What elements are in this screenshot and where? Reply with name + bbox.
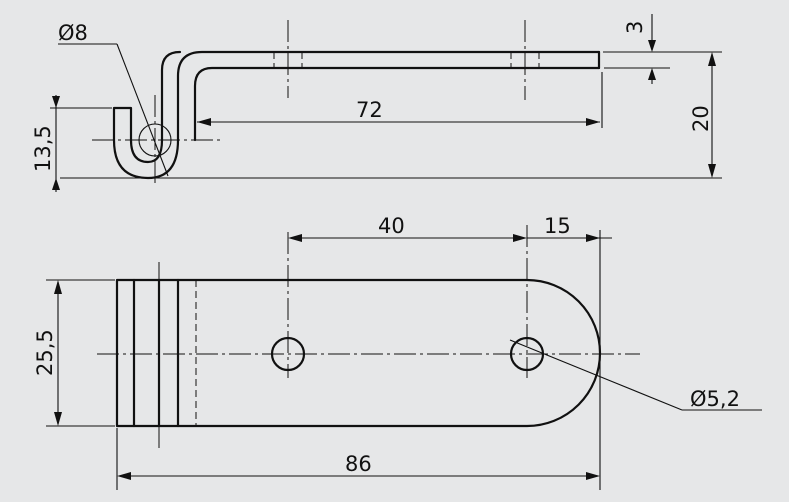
hole-diameter-label: Ø5,2	[690, 387, 740, 411]
end-offset-label: 15	[544, 214, 571, 238]
side-view: Ø8 3 72 20	[31, 14, 722, 192]
thickness-dimension: 3	[604, 14, 670, 84]
height-label: 20	[689, 105, 713, 132]
hook-diameter-label: Ø8	[58, 21, 88, 45]
total-length-dimension: 86	[116, 428, 600, 490]
length-dimension: 72	[197, 72, 603, 128]
total-length-label: 86	[345, 452, 372, 476]
top-view: 40 15 25,5 86	[33, 214, 762, 490]
width-label: 25,5	[33, 329, 57, 376]
hook-height-label: 13,5	[31, 125, 55, 172]
side-view-inner-edge	[193, 66, 601, 142]
thickness-label: 3	[623, 21, 647, 34]
hook-height-dimension: 13,5	[31, 95, 112, 192]
hole-spacing-label: 40	[378, 214, 405, 238]
height-dimension: 20	[60, 51, 722, 179]
end-offset-dimension: 15	[527, 214, 612, 490]
width-dimension: 25,5	[33, 279, 115, 427]
length-label: 72	[356, 98, 383, 122]
hook-diameter-dimension: Ø8	[58, 21, 169, 177]
top-view-outline	[115, 278, 602, 428]
hole-diameter-dimension: Ø5,2	[509, 339, 762, 411]
hole-spacing-dimension: 40	[288, 214, 527, 242]
